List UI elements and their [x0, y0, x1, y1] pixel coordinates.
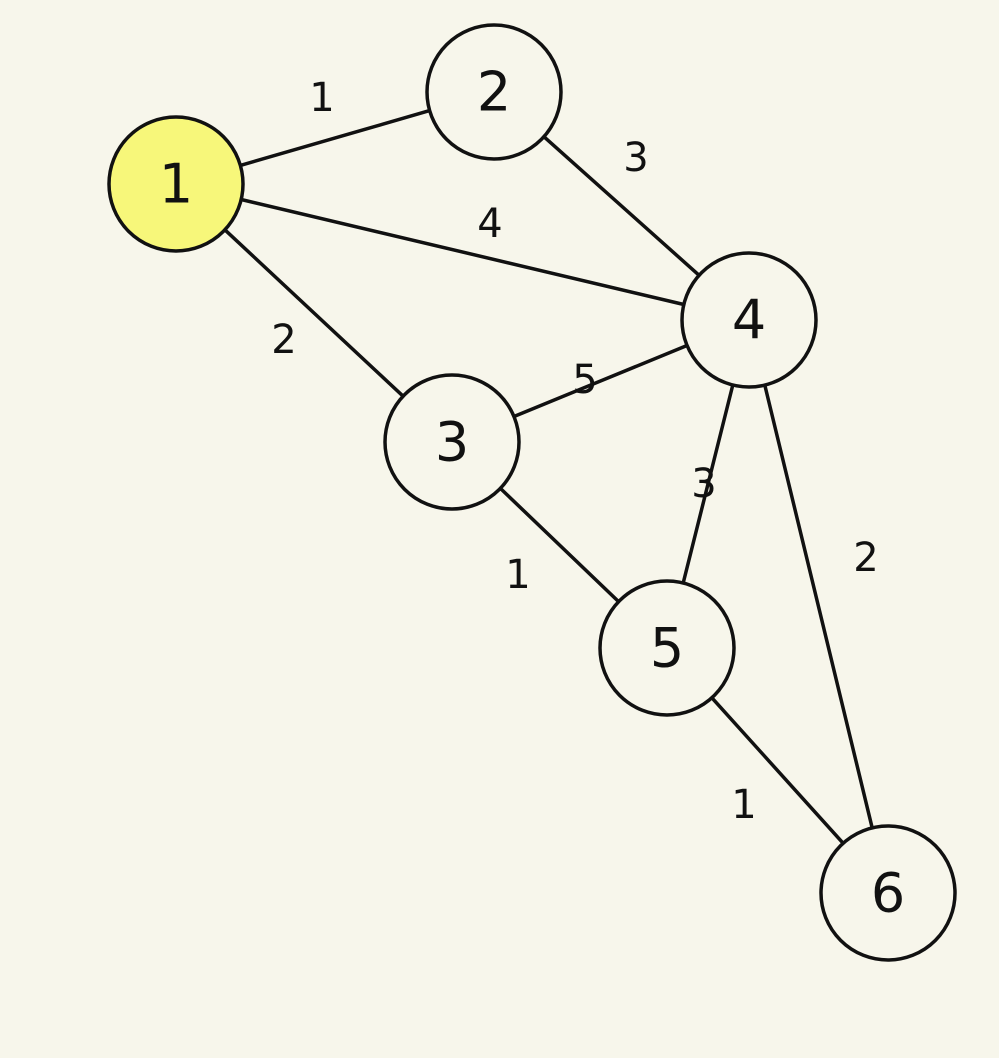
node-3: 3	[383, 373, 521, 511]
node-circle	[819, 824, 957, 962]
edge-weight-1-4: 4	[477, 201, 502, 247]
node-circle	[425, 23, 563, 161]
node-circle	[383, 373, 521, 511]
node-2: 2	[425, 23, 563, 161]
node-circle	[598, 579, 736, 717]
node-label: 2	[477, 61, 511, 124]
edge-3-4	[512, 343, 689, 419]
edge-5-6	[710, 696, 845, 845]
edge-1-3	[223, 228, 405, 398]
edge-weight-3-5: 1	[505, 552, 530, 598]
edge-weight-4-6: 2	[853, 535, 878, 581]
nodes-layer: 1 2 3 4 5 6	[107, 23, 957, 962]
node-1: 1	[107, 115, 245, 253]
node-label: 3	[435, 411, 469, 474]
edges-layer	[223, 108, 874, 845]
edge-4-6	[763, 383, 874, 830]
node-4: 4	[680, 251, 818, 389]
edge-1-4	[239, 197, 686, 307]
edge-weight-5-6: 1	[731, 782, 756, 828]
edge-3-5	[498, 486, 621, 604]
edge-2-4	[542, 134, 701, 278]
edge-weight-1-3: 2	[271, 317, 296, 363]
edge-weight-2-4: 3	[623, 135, 648, 181]
edge-weight-1-2: 1	[309, 75, 334, 121]
node-6: 6	[819, 824, 957, 962]
node-label: 4	[732, 289, 766, 352]
edge-weight-4-5: 3	[691, 461, 716, 507]
edge-weight-3-4: 5	[572, 357, 597, 403]
node-label: 5	[650, 617, 684, 680]
edge-weights-layer: 1 4 2 3 5 1 3 2 1	[271, 75, 878, 828]
edge-1-2	[238, 108, 432, 168]
node-circle	[680, 251, 818, 389]
node-label: 1	[159, 153, 193, 216]
node-5: 5	[598, 579, 736, 717]
highlighted-node-circle	[107, 115, 245, 253]
node-label: 6	[871, 862, 905, 925]
edge-4-5	[681, 383, 735, 585]
